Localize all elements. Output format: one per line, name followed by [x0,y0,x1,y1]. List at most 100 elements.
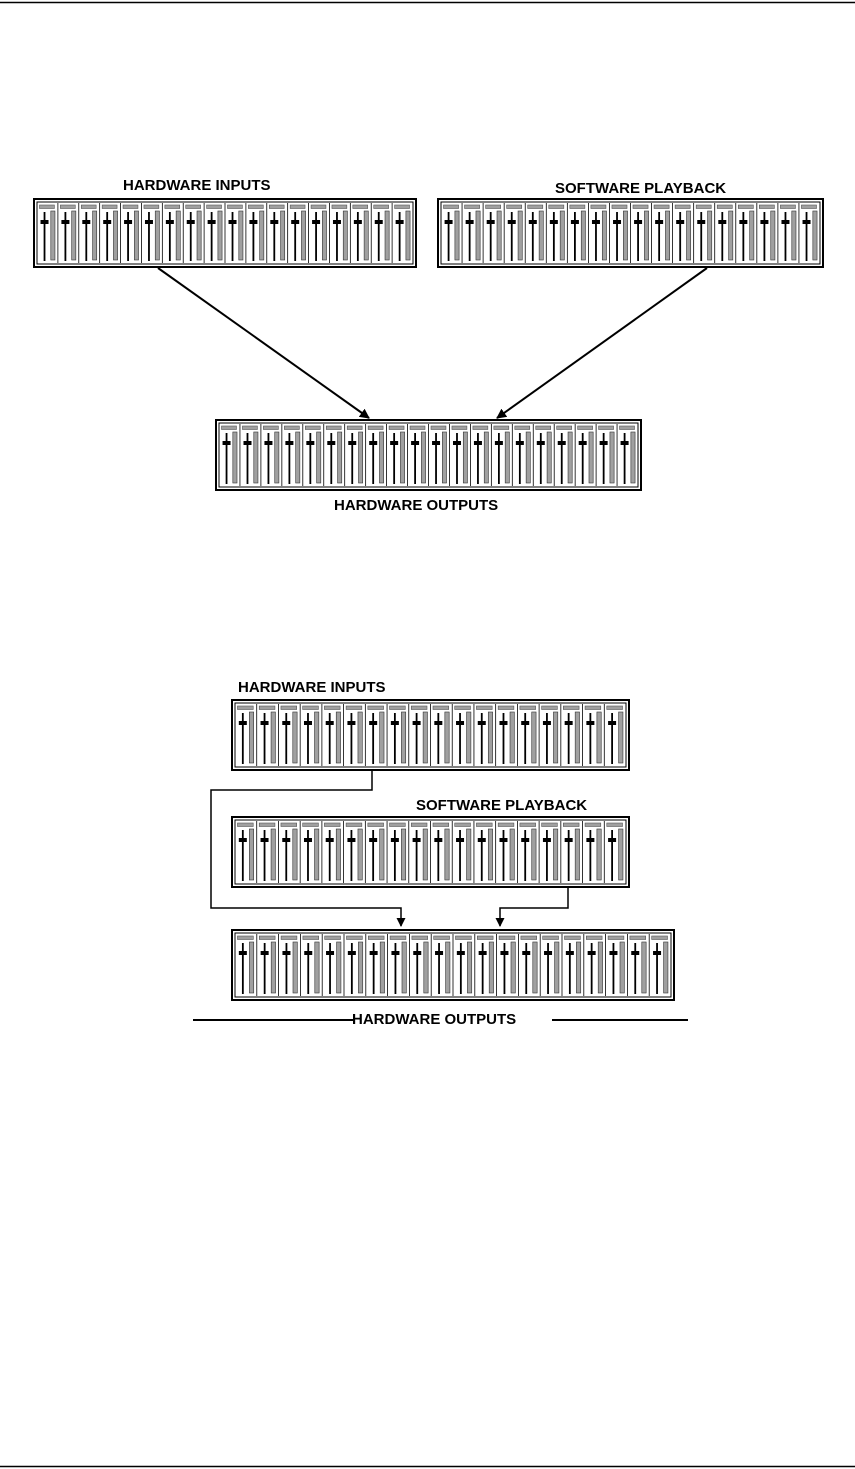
level-meter [292,711,298,764]
channel-strip [627,934,647,996]
fader-knob [515,441,524,445]
fader-knob [390,721,399,725]
level-meter [314,711,320,764]
fader-knob [260,951,269,955]
channel-strip [203,203,223,263]
channel-strip [266,203,286,263]
level-meter [384,210,390,261]
channel-strip [430,821,450,883]
channel-strip [648,934,669,996]
fader-knob [391,951,400,955]
fader-knob [395,220,404,224]
channel-label-bar [367,935,385,940]
channel-strip [299,704,320,766]
channel-strip [344,424,364,486]
fader-knob [312,220,321,224]
fader-knob [542,838,551,842]
channel-strip [560,821,580,883]
fader-knob [260,838,269,842]
channel-strip [281,424,301,486]
channel-label-bar [101,204,118,209]
channel-strip [516,704,537,766]
d2-route-inputs-to-outputs [210,771,406,927]
fader-knob [739,220,748,224]
fader-knob [587,951,596,955]
fader-knob [369,441,378,445]
fader-knob [374,220,383,224]
level-meter [553,828,559,881]
fader-knob [40,220,49,224]
level-meter [559,210,565,261]
level-meter [496,210,502,261]
channel-label-bar [433,935,450,940]
channel-label-bar [606,705,623,710]
level-meter [422,828,428,881]
channel-label-bar [506,204,523,209]
fader-knob [82,220,91,224]
d1-hardware-inputs-label: HARDWARE INPUTS [123,177,271,194]
channel-strip [561,934,582,996]
channel-label-bar [258,935,276,940]
fader-knob [144,220,153,224]
channel-strip [386,424,405,486]
channel-label-bar [289,204,306,209]
channel-label-bar [304,425,321,430]
channel-strip [482,203,502,263]
fader-knob [325,838,334,842]
fader-knob [452,441,461,445]
channel-label-bar [185,204,201,209]
level-meter [686,210,692,261]
level-meter [728,210,734,261]
fader-knob [557,441,566,445]
level-meter [663,941,669,994]
level-meter [546,431,552,484]
level-meter [554,941,560,994]
channel-label-bar [485,204,501,209]
level-meter [154,210,160,261]
fader-knob [238,721,247,725]
channel-strip [182,203,202,263]
level-meter [538,210,544,261]
channel-label-bar [389,705,406,710]
channel-strip [538,821,559,883]
level-meter [314,941,320,994]
channel-label-bar [248,204,264,209]
channel-strip [343,704,363,766]
fader-knob [124,220,133,224]
d2-hardware-outputs-panel [231,929,675,1001]
level-meter [379,941,385,994]
channel-strip [99,203,118,263]
fader-knob [435,951,444,955]
channel-strip [756,203,776,263]
channel-label-bar [258,822,276,827]
channel-label-bar [454,705,471,710]
channel-label-bar [280,822,297,827]
channel-label-bar [227,204,243,209]
level-meter [596,828,602,881]
channel-label-bar [430,425,447,430]
channel-label-bar [535,425,551,430]
fader-knob [103,220,112,224]
fader-knob [270,220,279,224]
level-meter [444,828,450,881]
channel-strip [560,704,580,766]
fader-knob [586,838,595,842]
level-meter [175,210,181,261]
channel-strip [278,704,298,766]
level-meter [238,210,244,261]
channel-strip [583,934,603,996]
fader-knob [542,721,551,725]
channel-label-bar [632,204,649,209]
level-meter [574,711,580,764]
channel-strip [469,424,489,486]
level-meter [462,431,468,484]
level-meter [487,828,493,881]
channel-label-bar [324,705,341,710]
panel-inner-frame [234,819,627,885]
channel-strip [474,934,494,996]
level-meter [336,941,342,994]
level-meter [574,828,580,881]
fader-knob [586,721,595,725]
channel-strip [221,425,238,484]
channel-strip [365,424,384,486]
